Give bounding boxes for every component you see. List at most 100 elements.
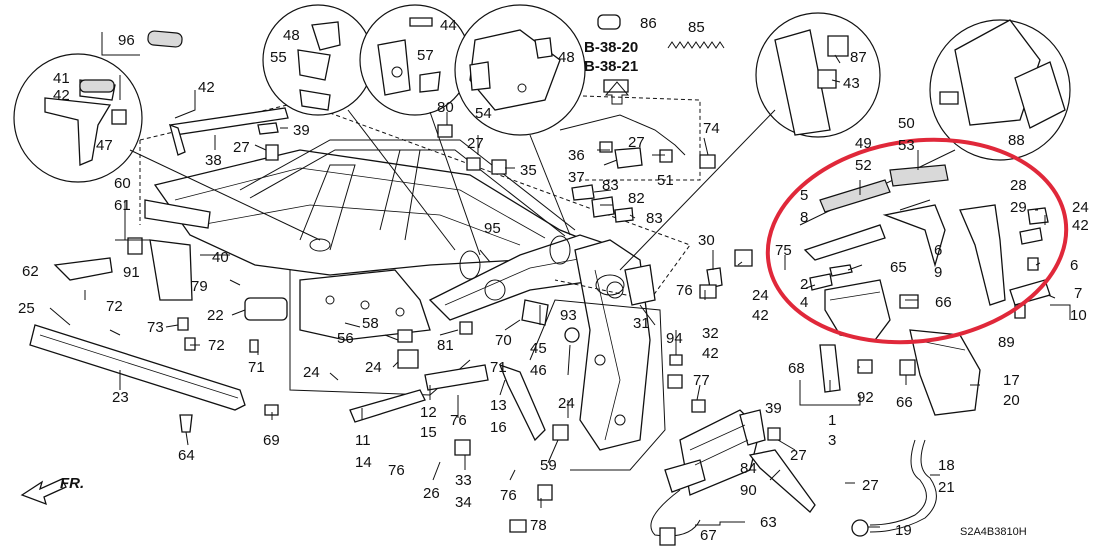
callout-67: 67	[700, 527, 717, 544]
callout-43: 43	[843, 75, 860, 92]
callout-24: 24	[303, 364, 320, 381]
callout-86: 86	[640, 15, 657, 32]
callout-14: 14	[355, 454, 372, 471]
callout-39: 39	[293, 122, 310, 139]
callout-35: 35	[520, 162, 537, 179]
callout-58: 58	[362, 315, 379, 332]
callout-48: 48	[283, 27, 300, 44]
callout-3: 3	[828, 432, 836, 449]
callout-84: 84	[740, 460, 757, 477]
callout-34: 34	[455, 494, 472, 511]
callout-4: 4	[800, 294, 808, 311]
callout-53: 53	[898, 137, 915, 154]
callout-54: 54	[475, 105, 492, 122]
callout-27: 27	[862, 477, 879, 494]
callout-47: 47	[96, 137, 113, 154]
callout-27: 27	[467, 135, 484, 152]
detail-bubble-48-54	[454, 4, 586, 136]
callout-41: 41	[53, 70, 70, 87]
callout-31: 31	[633, 315, 650, 332]
callout-36: 36	[568, 147, 585, 164]
callout-11: 11	[355, 432, 371, 449]
callout-24: 24	[558, 395, 575, 412]
callout-70: 70	[495, 332, 512, 349]
callout-45: 45	[530, 340, 547, 357]
callout-44: 44	[440, 17, 457, 34]
callout-50: 50	[898, 115, 915, 132]
callout-66: 66	[935, 294, 952, 311]
callout-85: 85	[688, 19, 705, 36]
callout-92: 92	[857, 389, 874, 406]
callout-72: 72	[106, 298, 123, 315]
detail-bubble-47	[13, 53, 143, 183]
callout-15: 15	[420, 424, 437, 441]
callout-32: 32	[702, 325, 719, 342]
callout-71: 71	[490, 359, 507, 376]
callout-76: 76	[500, 487, 517, 504]
callout-2: 2	[800, 276, 808, 293]
callout-18: 18	[938, 457, 955, 474]
callout-93: 93	[560, 307, 577, 324]
callout-66: 66	[896, 394, 913, 411]
callout-69: 69	[263, 432, 280, 449]
main-frame-drawing	[153, 139, 651, 451]
upper-center-parts	[257, 14, 753, 306]
callout-1: 1	[828, 412, 836, 429]
callout-77: 77	[693, 372, 710, 389]
callout-80: 80	[437, 99, 454, 116]
callout-6: 6	[1070, 257, 1078, 274]
left-parts-drawing	[29, 30, 289, 433]
callout-83: 83	[646, 210, 663, 227]
callout-42: 42	[198, 79, 215, 96]
callout-76: 76	[388, 462, 405, 479]
callout-91: 91	[123, 264, 140, 281]
callout-90: 90	[740, 482, 757, 499]
highlight-ellipse	[765, 137, 1069, 345]
callout-46: 46	[530, 362, 547, 379]
callout-12: 12	[420, 404, 437, 421]
callout-39: 39	[765, 400, 782, 417]
callout-64: 64	[178, 447, 195, 464]
callout-21: 21	[938, 479, 955, 496]
callout-59: 59	[540, 457, 557, 474]
detail-bubble-87-43	[755, 12, 881, 138]
detail-bubble-44-57	[359, 4, 471, 116]
detail-bubble-88	[929, 19, 1071, 161]
callout-40: 40	[212, 249, 229, 266]
callout-88: 88	[1008, 132, 1025, 149]
callout-27: 27	[790, 447, 807, 464]
callout-30: 30	[698, 232, 715, 249]
callout-78: 78	[530, 517, 547, 534]
callout-96: 96	[118, 32, 135, 49]
callout-28: 28	[1010, 177, 1027, 194]
callout-27: 27	[233, 139, 250, 156]
callout-42: 42	[1072, 217, 1089, 234]
callout-5: 5	[800, 187, 808, 204]
detail-bubble-48-55	[262, 4, 374, 116]
callout-38: 38	[205, 152, 222, 169]
callout-65: 65	[890, 259, 907, 276]
callout-labels: 96 41 42 47 42 38 39 27 48 55 44 57 80 2…	[18, 15, 1089, 544]
direction-label: FR.	[60, 475, 84, 492]
center-parts-drawing	[349, 299, 816, 546]
front-arrow-icon	[20, 478, 67, 506]
callout-24: 24	[752, 287, 769, 304]
callout-63: 63	[760, 514, 777, 531]
callout-71: 71	[248, 359, 265, 376]
callout-49: 49	[855, 135, 872, 152]
callout-76: 76	[450, 412, 467, 429]
callout-51: 51	[657, 172, 674, 189]
callout-7: 7	[1074, 285, 1082, 302]
callout-24: 24	[1072, 199, 1089, 216]
callout-55: 55	[270, 49, 287, 66]
ref-code-b-38-21: B-38-21	[584, 58, 638, 75]
callout-75: 75	[775, 242, 792, 259]
callout-62: 62	[22, 263, 39, 280]
drawing-code: S2A4B3810H	[960, 526, 1027, 538]
callout-25: 25	[18, 300, 35, 317]
callout-10: 10	[1070, 307, 1087, 324]
callout-16: 16	[490, 419, 507, 436]
callout-22: 22	[207, 307, 224, 324]
callout-56: 56	[337, 330, 354, 347]
